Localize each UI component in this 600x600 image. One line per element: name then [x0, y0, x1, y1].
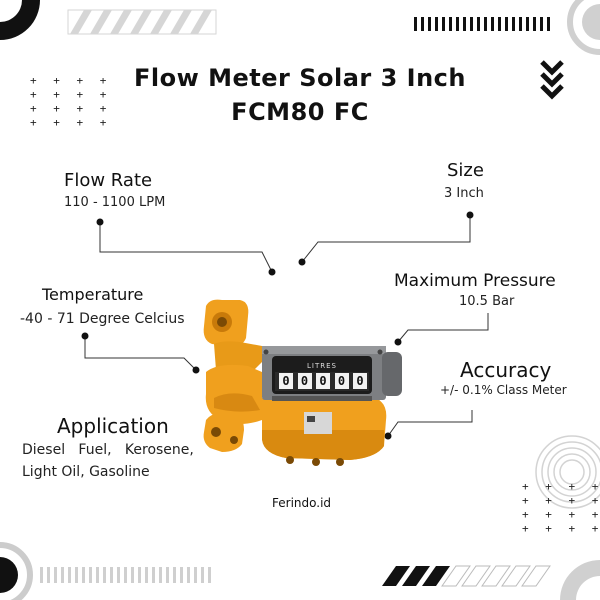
- meter-digit: 0: [279, 373, 293, 389]
- page-title-line2: FCM80 FC: [231, 98, 369, 126]
- size-connector: [301, 215, 471, 263]
- temperature-label: Temperature: [42, 285, 144, 304]
- top-diagonal-stripes: [70, 10, 212, 34]
- meter-digit: 0: [316, 373, 330, 389]
- temperature-value: -40 - 71 Degree Celcius: [20, 311, 185, 327]
- accuracy-label: Accuracy: [460, 358, 552, 382]
- chevron-down-icon: [540, 60, 564, 100]
- bottom-right-stripes: [382, 565, 551, 587]
- flow-rate-label: Flow Rate: [64, 170, 153, 191]
- accuracy-connector: [387, 410, 473, 437]
- plus-grid-icon: + + + + + + + + + + + + + + + +: [522, 480, 598, 535]
- connector-dots: [81, 211, 474, 440]
- bottom-right-arc: [560, 560, 600, 600]
- connector-lines: [84, 215, 489, 437]
- page-title-line1: Flow Meter Solar 3 Inch: [133, 64, 466, 92]
- bottom-left-circle: [0, 542, 33, 600]
- accuracy-value: +/- 0.1% Class Meter: [440, 383, 567, 397]
- size-label: Size: [447, 160, 484, 181]
- flow-meter-illustration: [203, 299, 402, 466]
- application-value-line1: Diesel Fuel, Kerosene,: [22, 442, 194, 458]
- plus-grid-icon: + + + + + + + + + + + + + + + +: [30, 74, 112, 129]
- meter-digit: 0: [297, 373, 312, 389]
- brand-footer: Ferindo.id: [272, 496, 332, 510]
- max-pressure-label: Maximum Pressure: [394, 271, 556, 291]
- meter-digit: 0: [334, 373, 349, 389]
- application-label: Application: [57, 414, 169, 438]
- top-right-barcode: [414, 17, 550, 31]
- pressure-connector: [397, 313, 489, 343]
- meter-unit-label: LITRES: [307, 362, 337, 370]
- top-left-arc: [0, 0, 40, 40]
- application-value-line2: Light Oil, Gasoline: [22, 464, 150, 480]
- temperature-connector: [84, 336, 197, 371]
- meter-counter: 0 0 0 0 0: [279, 373, 367, 389]
- top-right-circle-icon: [567, 0, 600, 55]
- max-pressure-value: 10.5 Bar: [459, 294, 515, 309]
- meter-digit: 0: [353, 373, 367, 389]
- concentric-circle-icon: [535, 435, 600, 509]
- flow-rate-value: 110 - 1100 LPM: [64, 195, 166, 210]
- bottom-left-bars: [40, 567, 211, 583]
- flow-rate-connector: [99, 222, 273, 273]
- size-value: 3 Inch: [444, 186, 484, 201]
